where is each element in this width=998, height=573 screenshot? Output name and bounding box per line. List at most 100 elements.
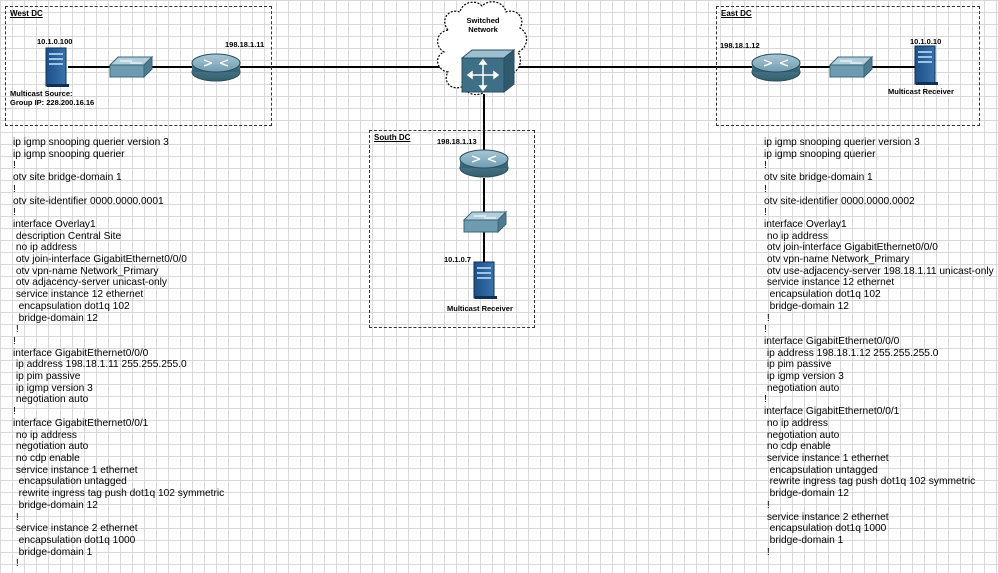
links: [68, 66, 915, 262]
config-line: interface GigabitEthernet0/0/1: [764, 406, 900, 418]
config-line: service instance 12 ethernet: [764, 277, 895, 289]
east-receiver-label: Multicast Receiver: [888, 87, 954, 96]
router-icon: [459, 149, 509, 178]
south-router-ip: 198.18.1.13: [437, 137, 477, 146]
core-switch-icon: [460, 48, 516, 94]
config-line: ip address 198.18.1.12 255.255.255.0: [764, 347, 939, 359]
config-line: !: [764, 312, 770, 324]
east-router-ip: 198.18.1.12: [720, 41, 760, 50]
config-line: no ip address: [13, 242, 77, 254]
router-icon: [191, 53, 241, 82]
config-line: encapsulation untagged: [764, 464, 878, 476]
config-line: no ip address: [13, 429, 77, 441]
config-line: otv site bridge-domain 1: [764, 172, 873, 184]
west-dc-title: West DC: [10, 9, 43, 18]
config-line: ip igmp version 3: [13, 382, 93, 394]
config-line: otv site bridge-domain 1: [13, 172, 122, 184]
config-line: encapsulation dot1q 1000: [764, 523, 887, 535]
config-line: bridge-domain 1: [13, 546, 93, 558]
config-line: bridge-domain 12: [764, 300, 849, 312]
config-line: interface GigabitEthernet0/0/0: [764, 335, 900, 347]
config-line: service instance 2 ethernet: [13, 523, 138, 535]
switch-icon: [828, 55, 874, 79]
config-line: otv site-identifier 0000.0000.0001: [13, 195, 164, 207]
east-dc-zone: East DC: [716, 6, 980, 126]
config-line: !: [13, 406, 16, 418]
east-server-ip: 10.1.0.10: [910, 37, 942, 46]
east-dc-title: East DC: [721, 9, 752, 18]
config-line: encapsulation dot1q 1000: [13, 534, 136, 546]
switch-icon: [108, 55, 154, 79]
config-line: no cdp enable: [13, 452, 80, 464]
config-line: negotiation auto: [13, 441, 89, 453]
config-line: rewrite ingress tag push dot1q 102 symme…: [13, 488, 225, 500]
config-line: otv vpn-name Network_Primary: [764, 254, 910, 266]
config-line: !: [764, 394, 767, 406]
config-line: interface GigabitEthernet0/0/0: [13, 347, 149, 359]
switch-icon: [462, 210, 508, 234]
config-line: !: [13, 324, 19, 336]
config-line: !: [764, 160, 767, 172]
config-line: !: [13, 183, 16, 195]
config-line: !: [13, 160, 16, 172]
config-line: !: [13, 511, 19, 523]
config-line: bridge-domain 1: [764, 534, 844, 546]
config-line: ip igmp version 3: [764, 371, 844, 383]
west-server-ip: 10.1.0.100: [37, 37, 73, 46]
config-line: service instance 1 ethernet: [13, 464, 138, 476]
config-line: interface Overlay1: [764, 218, 847, 230]
config-line: negotiation auto: [764, 429, 840, 441]
config-line: bridge-domain 12: [13, 499, 98, 511]
config-line: !: [13, 335, 16, 347]
config-line: otv use-adjacency-server 198.18.1.11 uni…: [764, 265, 994, 277]
south-server-ip: 10.1.0.7: [444, 255, 472, 264]
server-icon: [45, 47, 69, 87]
config-line: service instance 2 ethernet: [764, 511, 889, 523]
config-line: otv join-interface GigabitEthernet0/0/0: [13, 254, 187, 266]
config-line: ip address 198.18.1.11 255.255.255.0: [13, 359, 187, 371]
config-line: negotiation auto: [13, 394, 89, 406]
config-line: no ip address: [764, 417, 828, 429]
config-line: ip igmp snooping querier version 3: [764, 137, 920, 148]
config-line: otv vpn-name Network_Primary: [13, 265, 159, 277]
config-line: no ip address: [764, 230, 828, 242]
config-line: ip igmp snooping querier version 3: [13, 137, 169, 148]
config-line: description Central Site: [13, 230, 122, 242]
south-dc-title: South DC: [374, 133, 411, 142]
config-line: encapsulation dot1q 102: [764, 289, 881, 301]
config-line: !: [764, 546, 770, 558]
config-line: otv join-interface GigabitEthernet0/0/0: [764, 242, 938, 254]
config-line: service instance 1 ethernet: [764, 452, 889, 464]
config-line: interface GigabitEthernet0/0/1: [13, 417, 149, 429]
config-line: !: [764, 499, 770, 511]
config-line: ip pim passive: [13, 371, 81, 383]
config-line: !: [13, 207, 16, 219]
cloud-label: Switched Network: [466, 16, 500, 34]
config-line: bridge-domain 12: [13, 312, 98, 324]
server-icon: [914, 45, 938, 85]
config-line: encapsulation untagged: [13, 476, 127, 488]
config-line: interface Overlay1: [13, 218, 96, 230]
config-line: ip igmp snooping querier: [764, 148, 876, 160]
config-line: bridge-domain 12: [764, 488, 849, 500]
config-line: ip igmp snooping querier: [13, 148, 125, 160]
group-ip-label: Group IP: 228.200.16.16: [10, 98, 95, 107]
config-line: no cdp enable: [764, 441, 831, 453]
config-line: rewrite ingress tag push dot1q 102 symme…: [764, 476, 976, 488]
config-line: otv site-identifier 0000.0000.0002: [764, 195, 915, 207]
south-receiver-label: Multicast Receiver: [447, 304, 513, 313]
config-line: ip pim passive: [764, 359, 832, 371]
config-line: !: [764, 183, 767, 195]
config-line: !: [13, 558, 19, 570]
router-icon: [751, 53, 801, 82]
west-router-ip: 198.18.1.11: [225, 40, 265, 49]
config-line: !: [764, 324, 767, 336]
config-line: !: [764, 207, 767, 219]
multicast-source-label: Multicast Source:: [10, 89, 73, 98]
config-line: service instance 12 ethernet: [13, 289, 144, 301]
config-line: otv adjacency-server unicast-only: [13, 277, 168, 289]
config-line: negotiation auto: [764, 382, 840, 394]
